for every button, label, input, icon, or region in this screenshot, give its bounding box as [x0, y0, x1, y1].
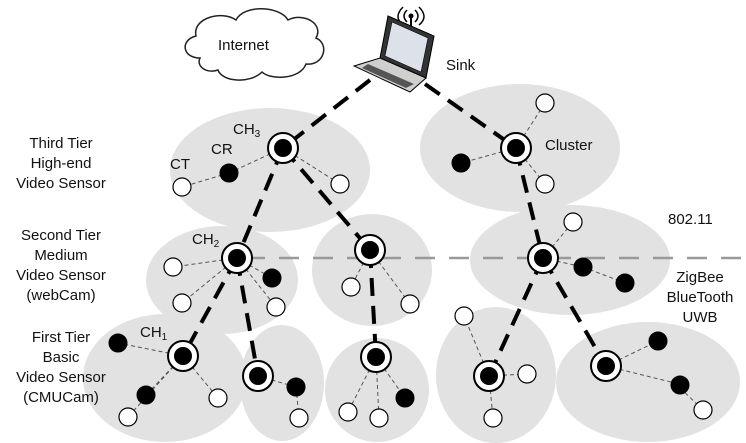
- cluster-second-tier-middle: [312, 214, 432, 326]
- ch1-label-text: CH: [140, 324, 162, 341]
- sensor-node-white: [535, 174, 555, 194]
- ch3-label-subscript: 3: [254, 129, 261, 140]
- sensor-node-white: [118, 407, 138, 427]
- cluster-head-node-right-tier2: [527, 242, 559, 274]
- cluster-heads: [167, 132, 622, 392]
- cluster-head-node-right: [500, 132, 532, 164]
- sensor-node-black: [573, 257, 593, 277]
- sensor-node-black: [286, 377, 306, 397]
- sensor-node-white: [454, 306, 474, 326]
- sensor-node-black: [648, 331, 668, 351]
- sensor-node-white: [289, 408, 309, 428]
- sensor-node-white: [400, 294, 420, 314]
- sensor-node-white: [693, 400, 713, 420]
- first-tier-line-4: (CMUCam): [23, 389, 99, 406]
- white-nodes: [118, 93, 713, 428]
- sensor-node-black: [670, 375, 690, 395]
- sensor-node-black: [136, 385, 156, 405]
- second-tier-line-1: Second Tier: [20, 227, 102, 244]
- sensor-node-white: [369, 408, 389, 428]
- backbone-links: [181, 78, 608, 377]
- first-tier-line-1: First Tier: [31, 329, 91, 346]
- first-tier-label: First Tier Basic Video Sensor (CMUCam): [0, 328, 122, 408]
- second-tier-line-2: Medium: [34, 247, 88, 264]
- sensor-node-black: [262, 268, 282, 288]
- sensor-node-black: [395, 388, 415, 408]
- third-tier-line-2: High-end: [30, 155, 92, 172]
- ch3-label: CH3: [233, 120, 260, 145]
- ct-label: CT: [170, 156, 190, 173]
- cluster-head-node-ch2: [221, 242, 253, 274]
- sensor-node-black: [615, 273, 635, 293]
- sensor-node-black: [451, 153, 471, 173]
- cluster-head-node-first-4: [473, 360, 505, 392]
- cluster-head-node-first-3: [360, 341, 392, 373]
- sensor-node-white: [163, 257, 183, 277]
- sensor-node-black: [108, 333, 128, 353]
- cluster-head-node-first-5: [590, 350, 622, 382]
- sensor-node-white: [330, 174, 350, 194]
- third-tier-line-3: Video Sensor: [16, 175, 106, 192]
- bluetooth-label: BlueTooth: [666, 289, 734, 306]
- sensor-node-white: [172, 293, 192, 313]
- cr-label: CR: [211, 141, 233, 158]
- cluster-head-node-first-2: [242, 360, 274, 392]
- third-tier-label: Third Tier High-end Video Sensor: [0, 134, 122, 194]
- first-tier-line-2: Basic: [42, 349, 80, 366]
- cluster-label: Cluster: [545, 137, 593, 154]
- cluster-first-tier-5: [556, 322, 740, 442]
- sensor-node-white: [172, 177, 192, 197]
- wifi-standard-label: 802.11: [668, 211, 713, 228]
- short-range-standards-label: ZigBee BlueTooth UWB: [656, 268, 744, 328]
- sensor-node-black: [219, 163, 239, 183]
- sensor-node-white: [208, 388, 228, 408]
- uwb-label: UWB: [682, 309, 718, 326]
- internet-label: Internet: [218, 37, 269, 54]
- sink-laptop-icon: [352, 6, 435, 93]
- zigbee-label: ZigBee: [676, 269, 724, 286]
- ch2-label-subscript: 2: [213, 239, 220, 250]
- ch1-label: CH1: [140, 323, 167, 348]
- cluster-third-tier-left: [170, 108, 370, 232]
- sensor-node-white: [266, 297, 286, 317]
- sensor-node-white: [341, 277, 361, 297]
- sensor-node-white: [338, 402, 358, 422]
- internet-cloud-icon: [184, 8, 325, 81]
- cluster-head-node-ch3: [267, 132, 299, 164]
- cluster-head-node-ch1: [167, 340, 199, 372]
- sink-label: Sink: [446, 57, 476, 74]
- first-tier-line-3: Video Sensor: [16, 369, 106, 386]
- second-tier-line-3: Video Sensor: [16, 267, 106, 284]
- sensor-node-white: [483, 408, 503, 428]
- ch3-label-text: CH: [233, 121, 255, 138]
- sensor-node-white: [563, 212, 583, 232]
- sensor-node-white: [535, 93, 555, 113]
- black-nodes: [108, 153, 690, 408]
- second-tier-label: Second Tier Medium Video Sensor (webCam): [0, 226, 122, 306]
- ch2-label: CH2: [192, 230, 219, 255]
- third-tier-line-1: Third Tier: [29, 135, 93, 152]
- cluster-head-node-middle: [354, 234, 386, 266]
- second-tier-line-4: (webCam): [26, 287, 96, 304]
- sensor-node-white: [517, 364, 537, 384]
- ch1-label-subscript: 1: [161, 332, 168, 343]
- ch2-label-text: CH: [192, 231, 214, 248]
